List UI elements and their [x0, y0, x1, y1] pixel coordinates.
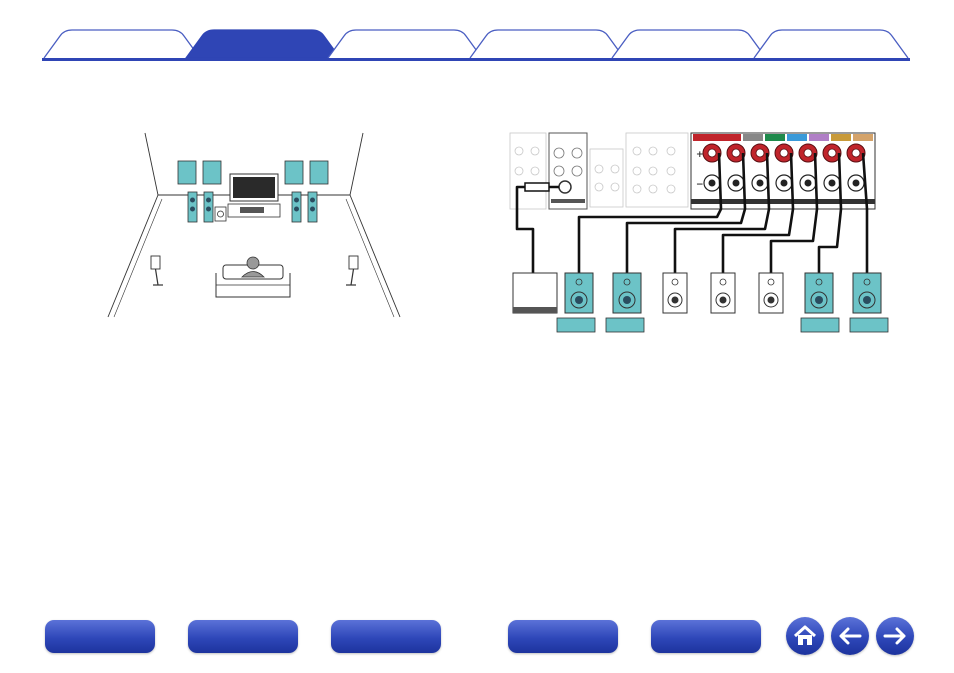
front-speaker-left-pair: [187, 191, 214, 223]
tab-baseline: [42, 58, 910, 61]
footer-button-4[interactable]: [508, 620, 618, 653]
speaker-label-tag-4: [849, 317, 889, 333]
speaker-height-right: [852, 272, 882, 314]
speaker-front-left: [564, 272, 594, 314]
subwoofer-unit: [512, 272, 558, 314]
room-floor-right: [349, 194, 401, 318]
speaker-front-right: [612, 272, 642, 314]
front-speaker-right-pair: [291, 191, 318, 223]
footer-button-1[interactable]: [45, 620, 155, 653]
footer-button-2[interactable]: [188, 620, 298, 653]
subwoofer-output-jack: [558, 180, 572, 194]
speaker-surround-right: [758, 272, 784, 314]
home-icon[interactable]: [786, 617, 824, 655]
speaker-cables: [515, 152, 869, 273]
svg-text:−: −: [696, 180, 704, 190]
speaker-terminals: [702, 143, 866, 192]
speaker-label-tag-1: [556, 317, 596, 333]
speaker-label-tag-3: [800, 317, 840, 333]
tab-3[interactable]: [327, 29, 483, 59]
tv: [227, 173, 281, 218]
svg-text:+: +: [696, 150, 704, 160]
room-wall-left: [144, 132, 159, 196]
speaker-label-tag-2: [605, 317, 645, 333]
tab-bar: [42, 29, 910, 61]
speaker-surround-left: [710, 272, 736, 314]
footer-button-3[interactable]: [331, 620, 441, 653]
surround-speaker-left: [150, 255, 163, 286]
height-speaker-front-left: [177, 160, 197, 185]
tab-2[interactable]: [184, 29, 342, 59]
height-speaker-rear-right: [284, 160, 304, 185]
room-wall-right: [349, 132, 364, 196]
height-speaker-front-right: [309, 160, 329, 185]
speaker-height-left: [804, 272, 834, 314]
arrow-left-icon[interactable]: [831, 617, 869, 655]
sofa-with-listener: [215, 256, 291, 298]
subwoofer: [214, 206, 227, 222]
footer-button-5[interactable]: [651, 620, 761, 653]
tab-1[interactable]: [43, 29, 201, 59]
speaker-center: [662, 272, 688, 314]
height-speaker-rear-left: [202, 160, 222, 185]
tab-6[interactable]: [753, 29, 909, 59]
tab-4[interactable]: [469, 29, 625, 59]
tab-5[interactable]: [611, 29, 767, 59]
room-floor-left: [107, 194, 159, 318]
surround-speaker-right: [346, 255, 359, 286]
arrow-right-icon[interactable]: [876, 617, 914, 655]
room-layout-illustration: [107, 132, 401, 318]
receiver-wiring-diagram: + −: [509, 132, 889, 333]
